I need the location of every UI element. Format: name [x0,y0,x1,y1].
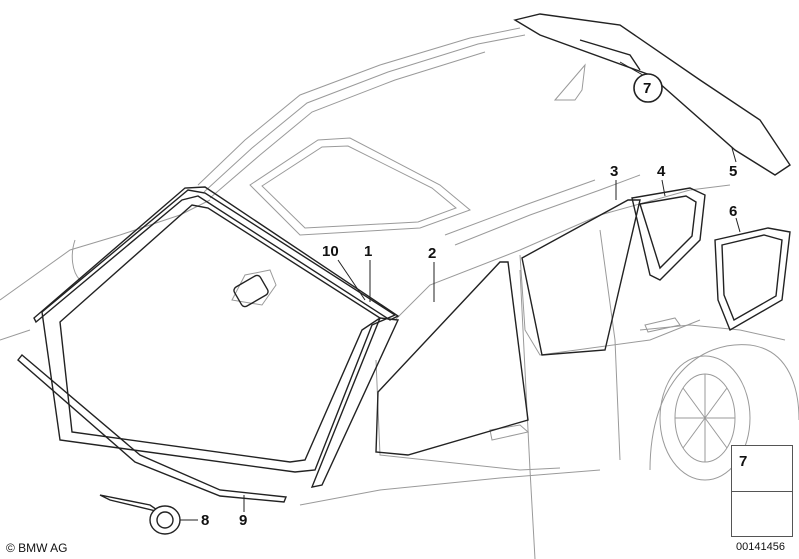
document-number: 00141456 [736,541,785,553]
body-side [394,184,731,321]
side-moulding-1 [310,317,400,488]
rear-door-handle [644,317,681,333]
rear-wheel-arch [649,344,799,471]
sunroof-outline [249,137,471,236]
callout-10: 10 [322,243,339,260]
callout-4: 4 [657,163,666,180]
windscreen-sensor [233,274,269,308]
callout-3: 3 [610,163,619,180]
leader-10 [337,259,366,301]
callout-7-circle [633,73,663,103]
copyright-label: © BMW AG [6,541,68,555]
legend-divider [732,491,792,492]
leader-4 [661,179,666,197]
rear-quarter-glass [631,187,706,281]
roof-outline [197,27,521,186]
callout-2: 2 [428,245,437,262]
front-door-handle [489,424,530,441]
leader-6 [735,217,741,233]
windscreen-outer [41,189,397,473]
legend-box: 7 [731,445,793,537]
callout-5: 5 [729,163,738,180]
rear-view-mirror [231,269,277,306]
callout-6: 6 [729,203,738,220]
callout-8: 8 [201,512,210,529]
front-fender [0,199,211,301]
windscreen-moulding-10 [33,186,400,324]
windscreen-seal-9 [17,354,287,503]
leader-5 [731,147,737,163]
antenna [553,63,586,101]
legend-number: 7 [739,453,748,470]
callout-7: 7 [643,80,652,97]
adhesive-roll-8 [149,505,181,535]
adhesive-strip-8 [99,494,161,513]
rear-door-glass [521,199,641,356]
rear-window-5 [513,13,791,176]
side-window-6 [714,227,791,332]
front-door-glass [375,261,529,456]
windscreen-inner [59,204,382,463]
callout-9: 9 [239,512,248,529]
callout-1: 1 [364,243,373,260]
